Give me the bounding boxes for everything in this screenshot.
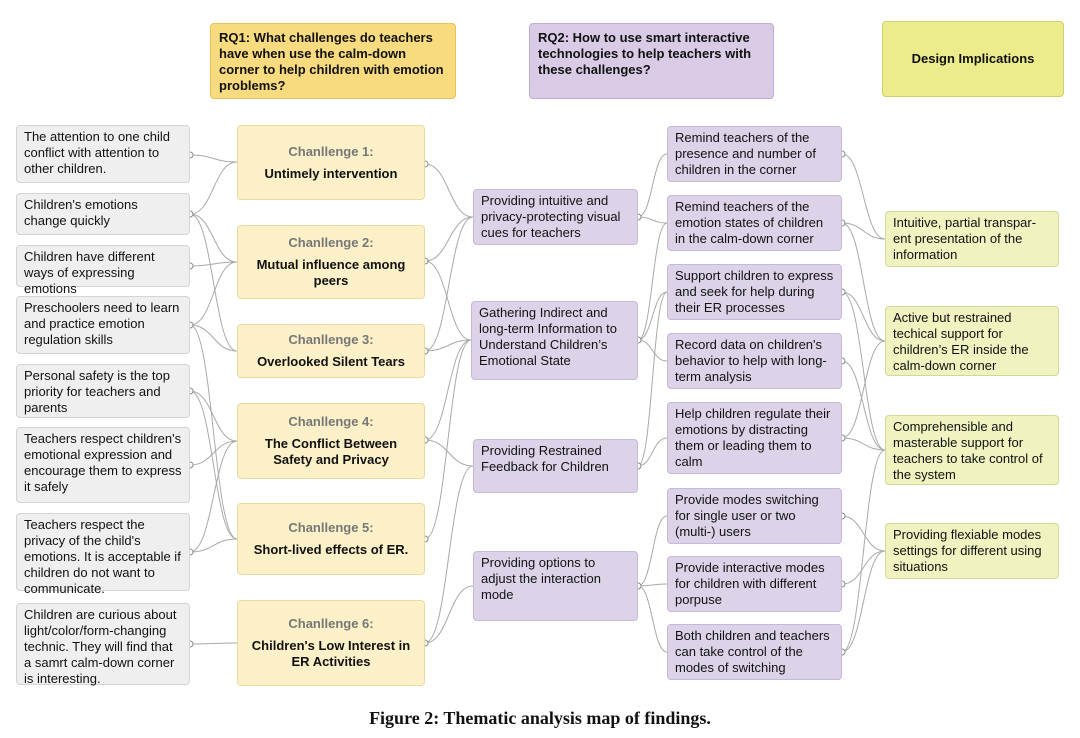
link-observation-challenge xyxy=(189,213,238,352)
link-observation-challenge xyxy=(189,261,238,326)
feature-8: Both children and teachers can take cont… xyxy=(667,624,842,680)
rq1-text: RQ1: What challenges do teachers have wh… xyxy=(219,30,444,93)
challenge-5: Chanllenge 5: Short-lived effects of ER. xyxy=(237,503,425,575)
feature-2: Remind teachers of the emotion states of… xyxy=(667,195,842,251)
rq2-header: RQ2: How to use smart interactive techno… xyxy=(529,23,774,99)
link-strategy-feature xyxy=(637,291,668,341)
link-strategy-feature xyxy=(637,339,668,362)
link-feature-implication xyxy=(841,153,886,240)
strategy-4: Providing options to adjust the interact… xyxy=(473,551,638,621)
link-observation-challenge xyxy=(189,261,238,267)
challenge-4-name: The Conflict Between Safety and Privacy xyxy=(264,436,398,467)
observation-5: Personal safety is the top priority for … xyxy=(16,364,190,418)
strategy-1: Providing intuitive and privacy-protecti… xyxy=(473,189,638,245)
link-challenge-strategy xyxy=(424,260,472,341)
link-challenge-strategy xyxy=(424,439,474,467)
link-feature-implication xyxy=(841,449,886,653)
observation-4: Preschoolers need to learn and practice … xyxy=(16,296,190,354)
strategy-3: Providing Restrained Feedback for Childr… xyxy=(473,439,638,493)
link-challenge-strategy xyxy=(424,163,474,218)
challenge-5-name: Short-lived effects of ER. xyxy=(253,542,409,557)
link-strategy-feature xyxy=(637,583,668,587)
link-strategy-feature xyxy=(637,437,668,467)
link-observation-challenge xyxy=(189,213,238,263)
link-feature-implication xyxy=(841,222,886,342)
link-feature-implication xyxy=(841,291,886,342)
figure-caption: Figure 2: Thematic analysis map of findi… xyxy=(369,708,711,728)
challenge-3: Chanllenge 3: Overlooked Silent Tears xyxy=(237,324,425,378)
link-observation-challenge xyxy=(189,642,238,645)
challenge-4: Chanllenge 4: The Conflict Between Safet… xyxy=(237,403,425,479)
challenge-6-title: Chanllenge 6: xyxy=(288,616,374,631)
challenge-4-title: Chanllenge 4: xyxy=(288,414,374,429)
challenge-2: Chanllenge 2: Mutual influence among pee… xyxy=(237,225,425,299)
implication-3: Comprehensible and masterable support fo… xyxy=(885,415,1059,485)
link-feature-implication xyxy=(841,515,886,552)
link-observation-challenge xyxy=(189,324,238,352)
link-feature-implication xyxy=(841,291,886,451)
observation-6: Teachers respect children's emotional ex… xyxy=(16,427,190,503)
link-strategy-feature xyxy=(637,291,668,467)
link-observation-challenge xyxy=(189,161,238,215)
link-observation-challenge xyxy=(189,324,238,540)
link-feature-implication xyxy=(841,360,886,451)
implication-2: Active but restrained techical support f… xyxy=(885,306,1059,376)
challenge-2-title: Chanllenge 2: xyxy=(288,235,374,250)
design-implications-text: Design Implications xyxy=(911,51,1035,66)
link-challenge-strategy xyxy=(424,339,472,352)
challenge-6: Chanllenge 6: Children's Low Interest in… xyxy=(237,600,425,686)
link-observation-challenge xyxy=(189,390,238,540)
link-challenge-strategy xyxy=(424,216,474,262)
feature-5: Help children regulate their emotions by… xyxy=(667,402,842,474)
rq2-text: RQ2: How to use smart interactive techno… xyxy=(538,30,752,77)
challenge-6-name: Children's Low Interest in ER Activities xyxy=(251,638,411,669)
design-implications-header: Design Implications xyxy=(882,21,1064,97)
rq1-header: RQ1: What challenges do teachers have wh… xyxy=(210,23,456,99)
observation-1: The attention to one child conflict with… xyxy=(16,125,190,183)
link-challenge-strategy xyxy=(424,216,474,352)
link-observation-challenge xyxy=(189,390,238,442)
link-strategy-feature xyxy=(637,515,668,587)
link-observation-challenge xyxy=(189,154,238,163)
feature-4: Record data on children's behavior to he… xyxy=(667,333,842,389)
feature-3: Support children to express and seek for… xyxy=(667,264,842,320)
observation-2: Children's emotions change quickly xyxy=(16,193,190,235)
challenge-5-title: Chanllenge 5: xyxy=(288,520,374,535)
link-strategy-feature xyxy=(637,153,668,218)
link-observation-challenge xyxy=(189,440,238,466)
challenge-1-title: Chanllenge 1: xyxy=(288,143,374,159)
observation-3: Children have different ways of expressi… xyxy=(16,245,190,296)
link-challenge-strategy xyxy=(424,465,474,644)
link-feature-implication xyxy=(841,222,886,240)
challenge-1-name: Untimely intervention xyxy=(264,165,398,181)
feature-6: Provide modes switching for single user … xyxy=(667,488,842,544)
challenge-2-name: Mutual influence among peers xyxy=(256,257,406,288)
challenge-3-title: Chanllenge 3: xyxy=(288,332,374,347)
link-feature-implication xyxy=(841,550,886,585)
strategy-2: Gathering Indirect and long-term Informa… xyxy=(471,301,638,380)
observation-8: Children are curious about light/color/f… xyxy=(16,603,190,686)
link-strategy-feature xyxy=(637,585,668,653)
implication-4: Providing flexiable modes settings for d… xyxy=(885,523,1059,579)
challenge-3-name: Overlooked Silent Tears xyxy=(257,354,405,369)
link-strategy-feature xyxy=(637,222,668,341)
link-observation-challenge xyxy=(189,440,238,553)
link-feature-implication xyxy=(841,437,886,451)
implication-1: Intuitive, partial transpar-ent presenta… xyxy=(885,211,1059,267)
link-challenge-strategy xyxy=(424,339,472,441)
link-feature-implication xyxy=(841,550,886,653)
link-observation-challenge xyxy=(189,538,238,553)
feature-7: Provide interactive modes for children w… xyxy=(667,556,842,612)
link-challenge-strategy xyxy=(424,585,474,644)
feature-1: Remind teachers of the presence and numb… xyxy=(667,126,842,182)
link-strategy-feature xyxy=(637,216,668,224)
observation-7: Teachers respect the privacy of the chil… xyxy=(16,513,190,596)
link-challenge-strategy xyxy=(424,339,472,540)
link-feature-implication xyxy=(841,340,886,439)
challenge-1: Chanllenge 1: Untimely intervention xyxy=(237,125,425,200)
